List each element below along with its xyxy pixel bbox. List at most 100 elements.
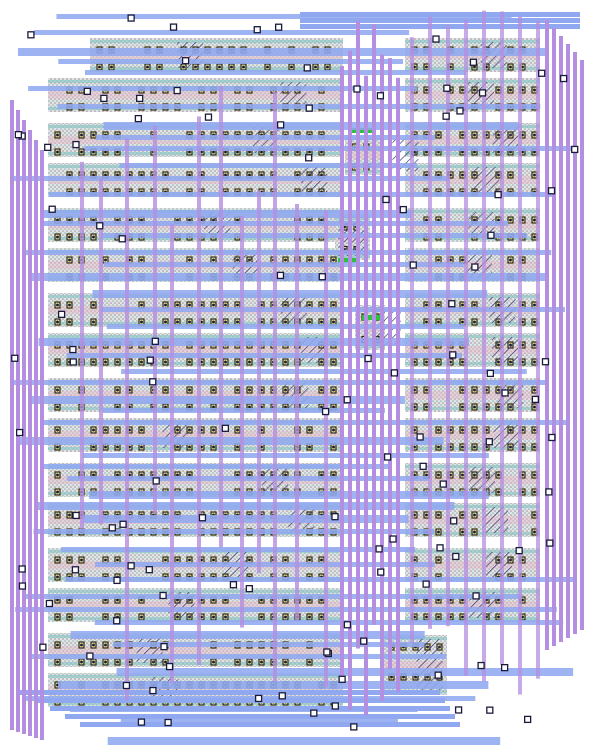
left-top-row-dot-2 [236,218,239,222]
right-top-row-dot-2 [425,218,428,222]
left-top-row-dot-4 [236,388,239,392]
left-bottom-row-poly-bottom-3 [48,362,343,365]
left-top-row-dot-1 [284,150,287,154]
left-top-row-dot-3 [308,303,311,307]
v-metal-left-2 [22,120,26,734]
via-box [350,723,358,731]
right-bottom-row-dot-5 [437,530,440,534]
left-top-row-dot-0 [314,65,317,69]
via-box [229,581,238,589]
right-bottom-row-via-4 [435,426,442,434]
right-bottom-row-dot-6 [461,598,464,602]
right-bottom-row-dot-4 [533,428,536,432]
v-metal-core [240,216,244,628]
v-metal-left-3 [28,130,32,736]
green-marker-0 [352,128,372,133]
mid-row-well-0 [345,151,380,159]
h-metal-track-19 [92,290,488,298]
left-bottom-row-dot-2 [140,258,143,262]
left-bottom-row-well-6 [48,601,343,609]
right-bottom-row-hatch-3 [491,337,518,363]
left-top-row-dot-6 [104,558,107,562]
left-top-row-dot-6 [56,558,59,562]
h-metal-track-45 [31,654,447,659]
via-box [149,686,157,695]
via-box [305,104,313,112]
right-top-row-well-1 [405,136,540,144]
right-top-row-dot-5 [497,473,500,477]
left-top-row-dot-1 [224,150,227,154]
right-top-row-dot-4 [425,405,428,409]
left-top-row-via-4 [114,386,121,394]
left-bottom-row-via-6 [54,613,61,621]
h-metal-track-20 [101,307,565,312]
left-top-row-dot-2 [68,235,71,239]
left-top-row-dot-3 [308,320,311,324]
left-bottom-row-dot-3 [248,360,251,364]
left-top-row-dot-6 [320,558,323,562]
left-top-row-via-4 [54,386,61,394]
via-box [364,354,372,363]
left-top-row-dot-6 [80,558,83,562]
left-bottom-row-well-3 [48,346,343,354]
h-metal-track-18 [29,273,548,281]
v-metal-left-5 [40,150,44,740]
left-bottom-row-dot-4 [188,445,191,449]
vertical-metal-layer [10,10,584,740]
right-bottom-row-dot-6 [425,598,428,602]
left-bottom-row-dot-6 [212,598,215,602]
via-box [538,69,546,77]
right-bottom-row-dot-3 [533,360,536,364]
via-box [127,562,135,570]
left-top-row-dot-7 [80,643,83,647]
v-metal-left-1 [16,110,20,732]
left-top-row-dot-2 [308,218,311,222]
left-top-row-via-6 [78,556,85,564]
left-top-row-dot-5 [140,473,143,477]
h-top-spine-0 [300,12,580,17]
left-top-row-dot-2 [56,218,59,222]
left-bottom-row-via-4 [138,426,145,434]
v-metal-core [153,125,157,515]
left-top-row-dot-4 [164,388,167,392]
via-box [547,187,556,195]
right-top-row-dot-1 [533,133,536,137]
via-box [276,121,285,129]
v-metal-core [324,210,328,687]
right-top-row-dot-5 [437,473,440,477]
right-bottom-row-dot-6 [425,615,428,619]
left-top-row-dot-2 [140,218,143,222]
h-metal-track-26 [29,396,405,404]
left-top-row-dot-7 [56,643,59,647]
left-bottom-row-dot-1 [188,173,191,177]
right-top-row-dot-3 [461,320,464,324]
left-bottom-row-dot-2 [320,258,323,262]
h-bottom-feed-3 [65,714,455,719]
left-top-row-dot-1 [188,150,191,154]
right-bottom-row-via-5 [471,511,478,519]
via-box [274,23,283,31]
right-top-row-dot-1 [437,133,440,137]
via-box [409,261,417,269]
via-box [515,546,523,555]
via-box [69,358,77,366]
right-top-row-dot-4 [533,388,536,392]
left-top-row-via-7 [102,641,109,649]
h-metal-track-24 [121,369,527,374]
via-box [18,565,26,573]
via-box [100,94,108,103]
via-box [253,26,261,34]
left-top-row-dot-7 [56,660,59,664]
left-top-row-via-6 [54,573,61,581]
h-metal-track-9 [84,146,574,151]
left-top-row-dot-4 [248,405,251,409]
left-bottom-row-dot-3 [212,360,215,364]
h-metal-track-3 [58,59,403,64]
right-top-row-dot-0 [425,65,428,69]
left-top-row-dot-5 [176,473,179,477]
left-top-row-dot-7 [104,643,107,647]
left-top-row-dot-5 [56,490,59,494]
left-top-row-dot-1 [212,150,215,154]
v-metal-right-1 [552,28,556,646]
h-metal-track-33 [89,491,489,499]
